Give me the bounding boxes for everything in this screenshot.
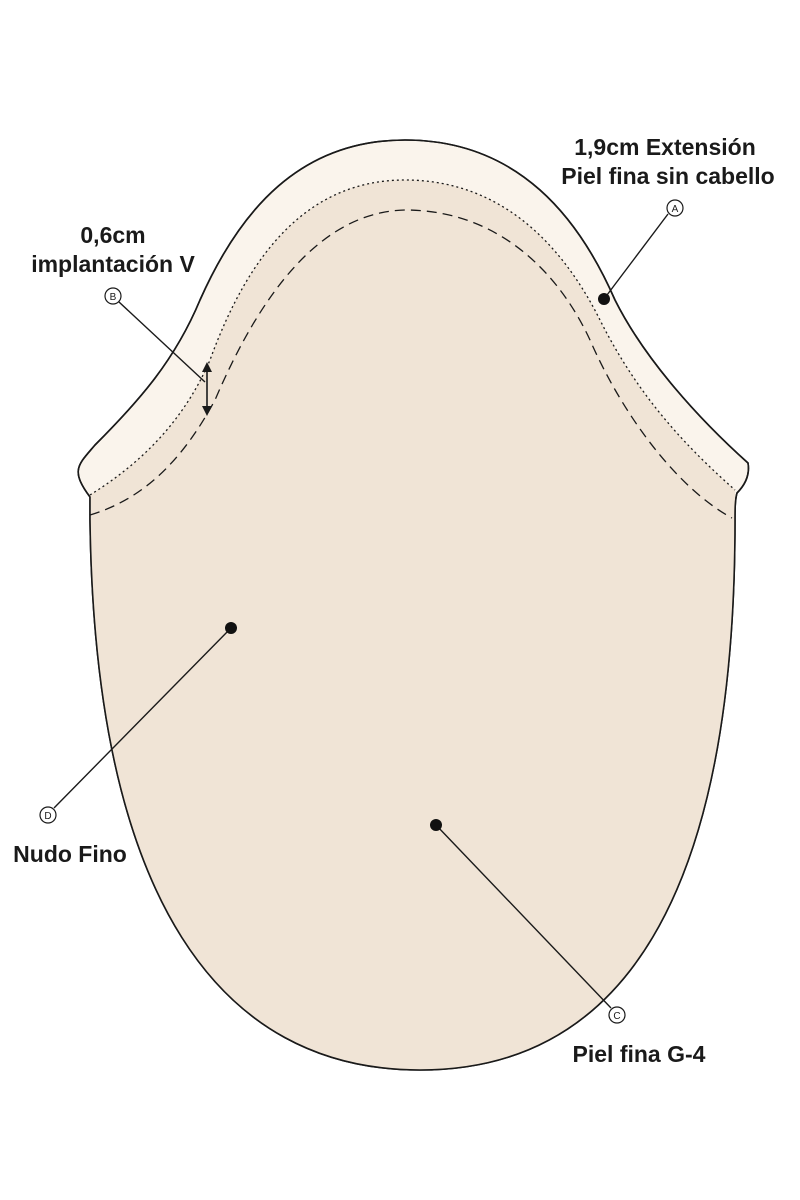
label-b-line1: 0,6cm [80,222,145,248]
implantation-dashed-line [89,209,733,519]
badge-b-letter: B [110,292,117,303]
base-area [90,180,735,1070]
badge-d: D [39,806,57,824]
leader-line-c [435,824,612,1009]
point-c-dot [430,819,442,831]
point-d-dot [225,622,237,634]
point-a-dot [598,293,610,305]
measurement-arrow [202,362,212,416]
label-c: Piel fina G-4 [573,1041,706,1067]
badge-d-letter: D [44,811,51,822]
badge-a: A [666,199,684,217]
label-a-line2: Piel fina sin cabello [561,163,774,189]
badge-a-letter: A [672,204,679,215]
badge-c: C [608,1006,626,1024]
badge-b: B [104,287,122,305]
leader-line-b [118,301,206,383]
label-a-line1: 1,9cm Extensión [574,134,756,160]
badge-c-letter: C [613,1011,620,1022]
label-d: Nudo Fino [13,841,127,867]
leader-line-a [603,213,669,300]
outer-outline [77,139,750,1071]
label-b-line2: implantación V [31,251,195,277]
leader-line-d [53,627,232,809]
